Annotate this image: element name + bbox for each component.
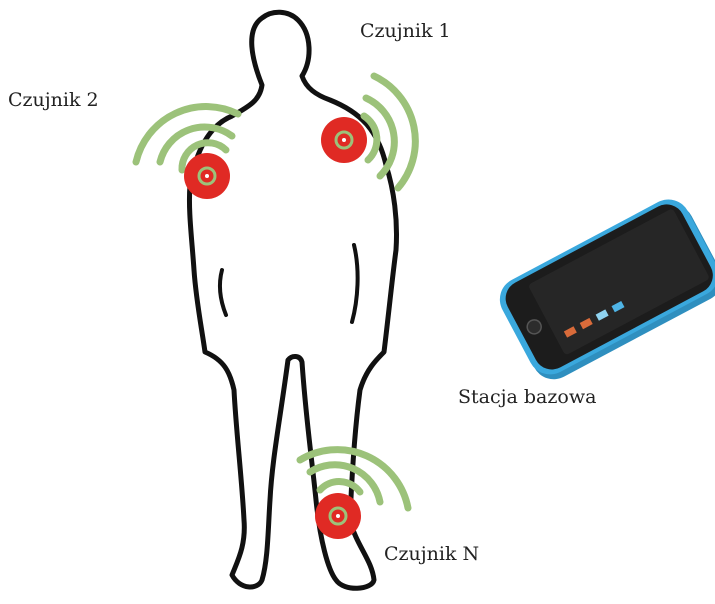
sensor-center: [342, 138, 346, 142]
right-arm-gap: [352, 245, 358, 322]
sensor-1-label: Czujnik 1: [360, 20, 451, 42]
smartphone-icon: [492, 191, 715, 387]
sensor-n-label: Czujnik N: [384, 543, 479, 565]
sensor-center: [336, 514, 340, 518]
sensor-1: [321, 76, 415, 188]
base-station-label: Stacja bazowa: [458, 386, 596, 408]
sensor-center: [205, 174, 209, 178]
left-arm-gap: [220, 270, 226, 315]
wireless-signal-icon: [320, 482, 360, 492]
sensor-2-label: Czujnik 2: [8, 89, 99, 111]
